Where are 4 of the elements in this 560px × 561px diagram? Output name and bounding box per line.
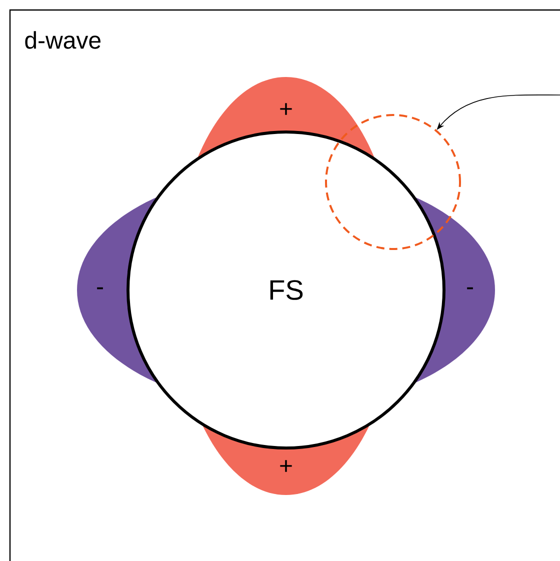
sign-label: - <box>97 287 103 290</box>
sign-label: - <box>467 287 473 290</box>
dashed-circle <box>325 114 461 250</box>
sign-label: + <box>280 103 292 115</box>
